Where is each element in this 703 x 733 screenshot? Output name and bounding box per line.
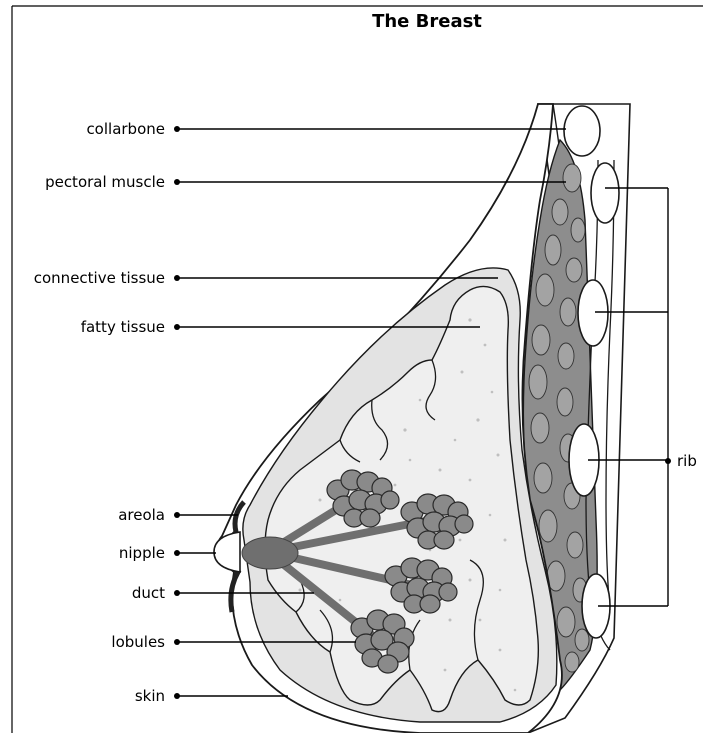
duct-sinus xyxy=(242,537,298,569)
label-pectoral-muscle: pectoral muscle xyxy=(45,173,165,191)
rib-2 xyxy=(578,280,608,346)
label-fatty-tissue: fatty tissue xyxy=(81,318,165,336)
label-collarbone: collarbone xyxy=(86,120,165,138)
collarbone-bone xyxy=(564,106,600,156)
label-duct: duct xyxy=(132,584,165,602)
nipple-shape xyxy=(214,532,240,572)
rib-1 xyxy=(591,163,619,223)
label-skin: skin xyxy=(135,687,165,705)
diagram-title: The Breast xyxy=(372,11,482,32)
label-nipple: nipple xyxy=(119,544,165,562)
label-rib: rib xyxy=(677,452,697,470)
label-areola: areola xyxy=(118,506,165,524)
label-lobules: lobules xyxy=(111,633,165,651)
label-connective-tissue: connective tissue xyxy=(34,269,165,287)
